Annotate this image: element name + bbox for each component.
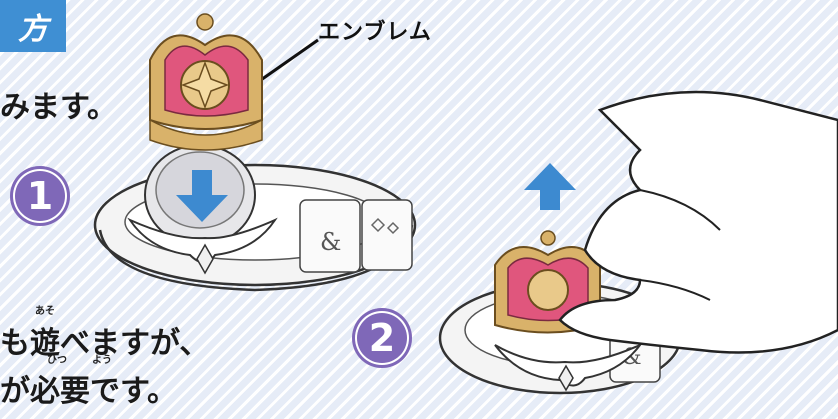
crown-emblem-lifted [494,230,601,334]
instruction-line-1: みます。 [0,90,117,125]
ruby-you: よう [92,355,112,366]
bracelet-left: & [93,13,417,292]
instruction-line-2: も遊べますが、 [0,326,210,361]
step-1-badge: 1 [10,166,70,226]
step-2-badge: 2 [352,308,412,368]
ruby-asobi: あそ [35,306,55,317]
hand-illustration [558,90,838,354]
crown-emblem [149,13,263,151]
emblem-callout-label: エンブレム [318,20,432,45]
callout-leader-line [257,38,319,84]
bracelet-right: & [438,90,838,395]
svg-text:&: & [320,228,341,256]
instruction-line-3: が必要です。 [0,374,177,409]
arrow-up-icon [524,163,576,210]
section-tab: 方 [0,0,66,52]
arrow-down-icon [176,170,228,222]
ruby-hitsu: ひつ [47,355,67,366]
